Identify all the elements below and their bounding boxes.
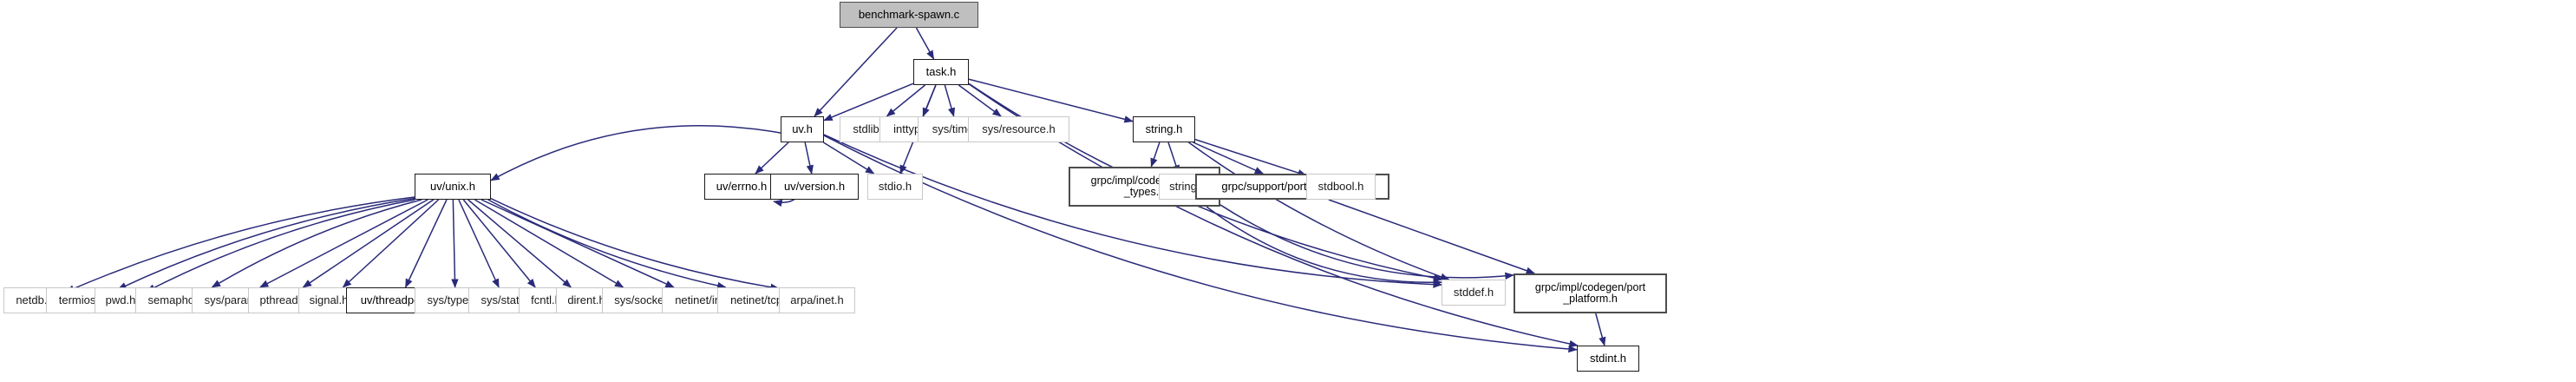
edge-uv-unix-h--to--netinet-in-h <box>481 199 675 288</box>
node-stdint-h[interactable]: stdint.h <box>1577 346 1639 372</box>
edge-task-h--to--stdlib-h <box>886 84 926 117</box>
edge-uv-unix-h--to--netinet-tcp-h <box>487 199 727 290</box>
edge-uv-unix-h--to--sys-stat-h <box>458 199 500 288</box>
edge-grpc-impl-codegen-gpr-types-h--to--grpc-impl-codegen-port-platform-h <box>1219 204 1514 280</box>
node-label: stdio.h <box>878 180 912 194</box>
node-label: uv.h <box>792 122 813 136</box>
edge-string-h--to--grpc-impl-codegen-gpr-types-h <box>1150 142 1161 168</box>
edge-grpc-support-port-platform-h--to--grpc-impl-codegen-port-platform-h <box>1328 199 1536 274</box>
node-label: sys/socket.h <box>614 293 677 307</box>
node-uv-errno-h[interactable]: uv/errno.h <box>704 174 779 200</box>
edge-benchmark-spawn-c--to--uv-h <box>814 27 898 117</box>
node-stdbool-h: stdbool.h <box>1306 174 1376 200</box>
edge-uv-h--to--uv-unix-h <box>490 124 781 181</box>
edge-uv-unix-h--to--sys-socket-h <box>474 199 624 288</box>
edge-uv-h--to--stddef-h <box>823 134 1442 288</box>
node-label: benchmark-spawn.c <box>858 8 960 22</box>
node-label: netdb.h <box>16 293 54 307</box>
node-uv-version-h[interactable]: uv/version.h <box>770 174 859 200</box>
node-label: arpa/inet.h <box>790 293 844 307</box>
edge-grpc-impl-codegen-port-platform-h--to--stdint-h <box>1595 313 1606 346</box>
node-uv-h[interactable]: uv.h <box>781 116 824 142</box>
edge-uv-unix-h--to--fcntl-h <box>462 199 536 288</box>
node-label: netinet/tcp.h <box>730 293 792 307</box>
edge-task-h--to--sys-resource-h <box>958 84 1002 117</box>
node-label: netinet/in.h <box>675 293 730 307</box>
edge-uv-unix-h--to--dirent-h <box>467 199 572 288</box>
node-label: string.h <box>1145 122 1183 136</box>
edge-task-h--to--uv-h <box>823 82 914 122</box>
node-label: pthread.h <box>259 293 308 307</box>
edge-uv-unix-h--to--uv-threadpool-h <box>404 199 448 288</box>
edge-uv-h--to--uv-version-h <box>804 142 814 175</box>
node-label: stdbool.h <box>1317 180 1364 194</box>
edge-benchmark-spawn-c--to--task-h <box>915 27 935 60</box>
node-uv-unix-h[interactable]: uv/unix.h <box>415 174 491 200</box>
edge-uv-unix-h--to--signal-h <box>342 199 440 288</box>
edge-uv-unix-h--to--netdb-h <box>65 196 415 293</box>
edge-uv-unix-h--to--pthread-h <box>302 199 435 288</box>
node-label: pwd.h <box>105 293 136 307</box>
node-grpc-impl-codegen-port-platform-h[interactable]: grpc/impl/codegen/port _platform.h <box>1514 273 1667 313</box>
node-label: uv/version.h <box>783 180 846 194</box>
node-sys-resource-h: sys/resource.h <box>968 116 1069 142</box>
node-string-h[interactable]: string.h <box>1133 116 1195 142</box>
node-label: sys/resource.h <box>982 122 1056 136</box>
edge-uv-unix-h--to--sys-types-h <box>451 199 459 288</box>
node-label: termios.h <box>58 293 106 307</box>
node-benchmark-spawn-c[interactable]: benchmark-spawn.c <box>840 2 978 28</box>
node-label: stddef.h <box>1453 286 1494 300</box>
edge-uv-unix-h--to--sys-param-h <box>258 199 428 288</box>
edge-uv-unix-h--to--pwd-h <box>146 199 415 293</box>
node-stddef-h: stddef.h <box>1442 280 1506 306</box>
edge-uv-unix-h--to--arpa-inet-h <box>490 198 780 291</box>
node-label: signal.h <box>309 293 349 307</box>
node-arpa-inet-h: arpa/inet.h <box>779 287 855 313</box>
edge-uv-unix-h--to--termios-h <box>117 197 415 290</box>
edge-string-h--to--stdbool-h <box>1194 138 1307 177</box>
node-label: stdint.h <box>1590 352 1626 366</box>
edge-uv-h--to--stdio-h <box>822 142 875 175</box>
node-label: sys/stat.h <box>481 293 529 307</box>
edge-string-h--to--grpc-support-port-platform-h <box>1193 142 1265 175</box>
edge-task-h--to--sys-time-h <box>944 84 956 117</box>
node-label: grpc/impl/codegen/port _platform.h <box>1534 280 1646 305</box>
edge-grpc-impl-codegen-gpr-types-h--to--stddef-h <box>1206 206 1442 286</box>
edge-uv-h--to--uv-errno-h <box>755 142 789 175</box>
node-stdio-h: stdio.h <box>867 174 923 200</box>
edge-uv-unix-h--to--semaphore-h <box>211 199 422 288</box>
edge-uv-h--to--stdint-h <box>823 135 1578 353</box>
edge-task-h--to--string-h <box>968 78 1134 123</box>
node-label: task.h <box>925 65 957 79</box>
node-label: dirent.h <box>567 293 605 307</box>
edge-string-h--to--stddef-h <box>1188 142 1450 280</box>
node-label: uv/errno.h <box>716 180 768 194</box>
node-task-h[interactable]: task.h <box>913 59 969 85</box>
node-label: uv/unix.h <box>429 180 476 194</box>
node-label: string <box>1169 180 1197 194</box>
node-sys-socket-h: sys/socket.h <box>602 287 689 313</box>
node-label: fcntl.h <box>531 293 561 307</box>
